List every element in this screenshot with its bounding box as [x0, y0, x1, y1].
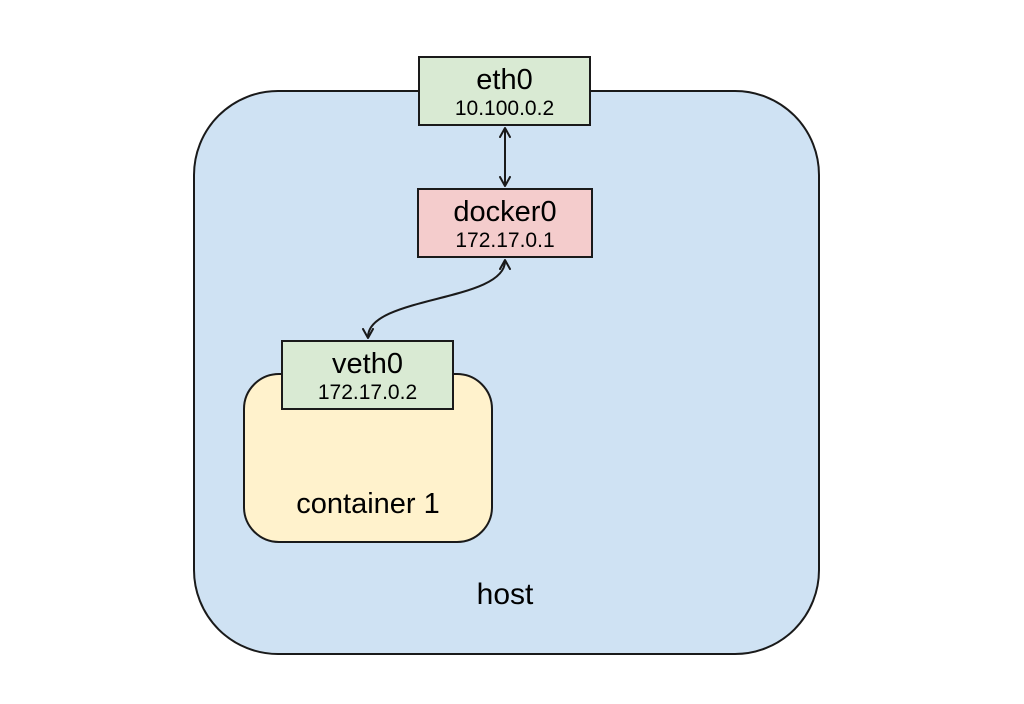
docker0-ip: 172.17.0.1: [455, 229, 555, 252]
eth0-name: eth0: [476, 64, 533, 96]
docker0-node: docker0 172.17.0.1: [417, 188, 593, 258]
eth0-ip: 10.100.0.2: [454, 97, 555, 120]
host-label: host: [476, 578, 534, 611]
veth0-ip: 172.17.0.2: [317, 381, 418, 404]
container-label: container 1: [296, 488, 440, 520]
eth0-node: eth0 10.100.0.2: [418, 56, 591, 126]
docker0-name: docker0: [453, 196, 557, 228]
veth0-name: veth0: [332, 348, 403, 380]
veth0-node: veth0 172.17.0.2: [281, 340, 454, 410]
